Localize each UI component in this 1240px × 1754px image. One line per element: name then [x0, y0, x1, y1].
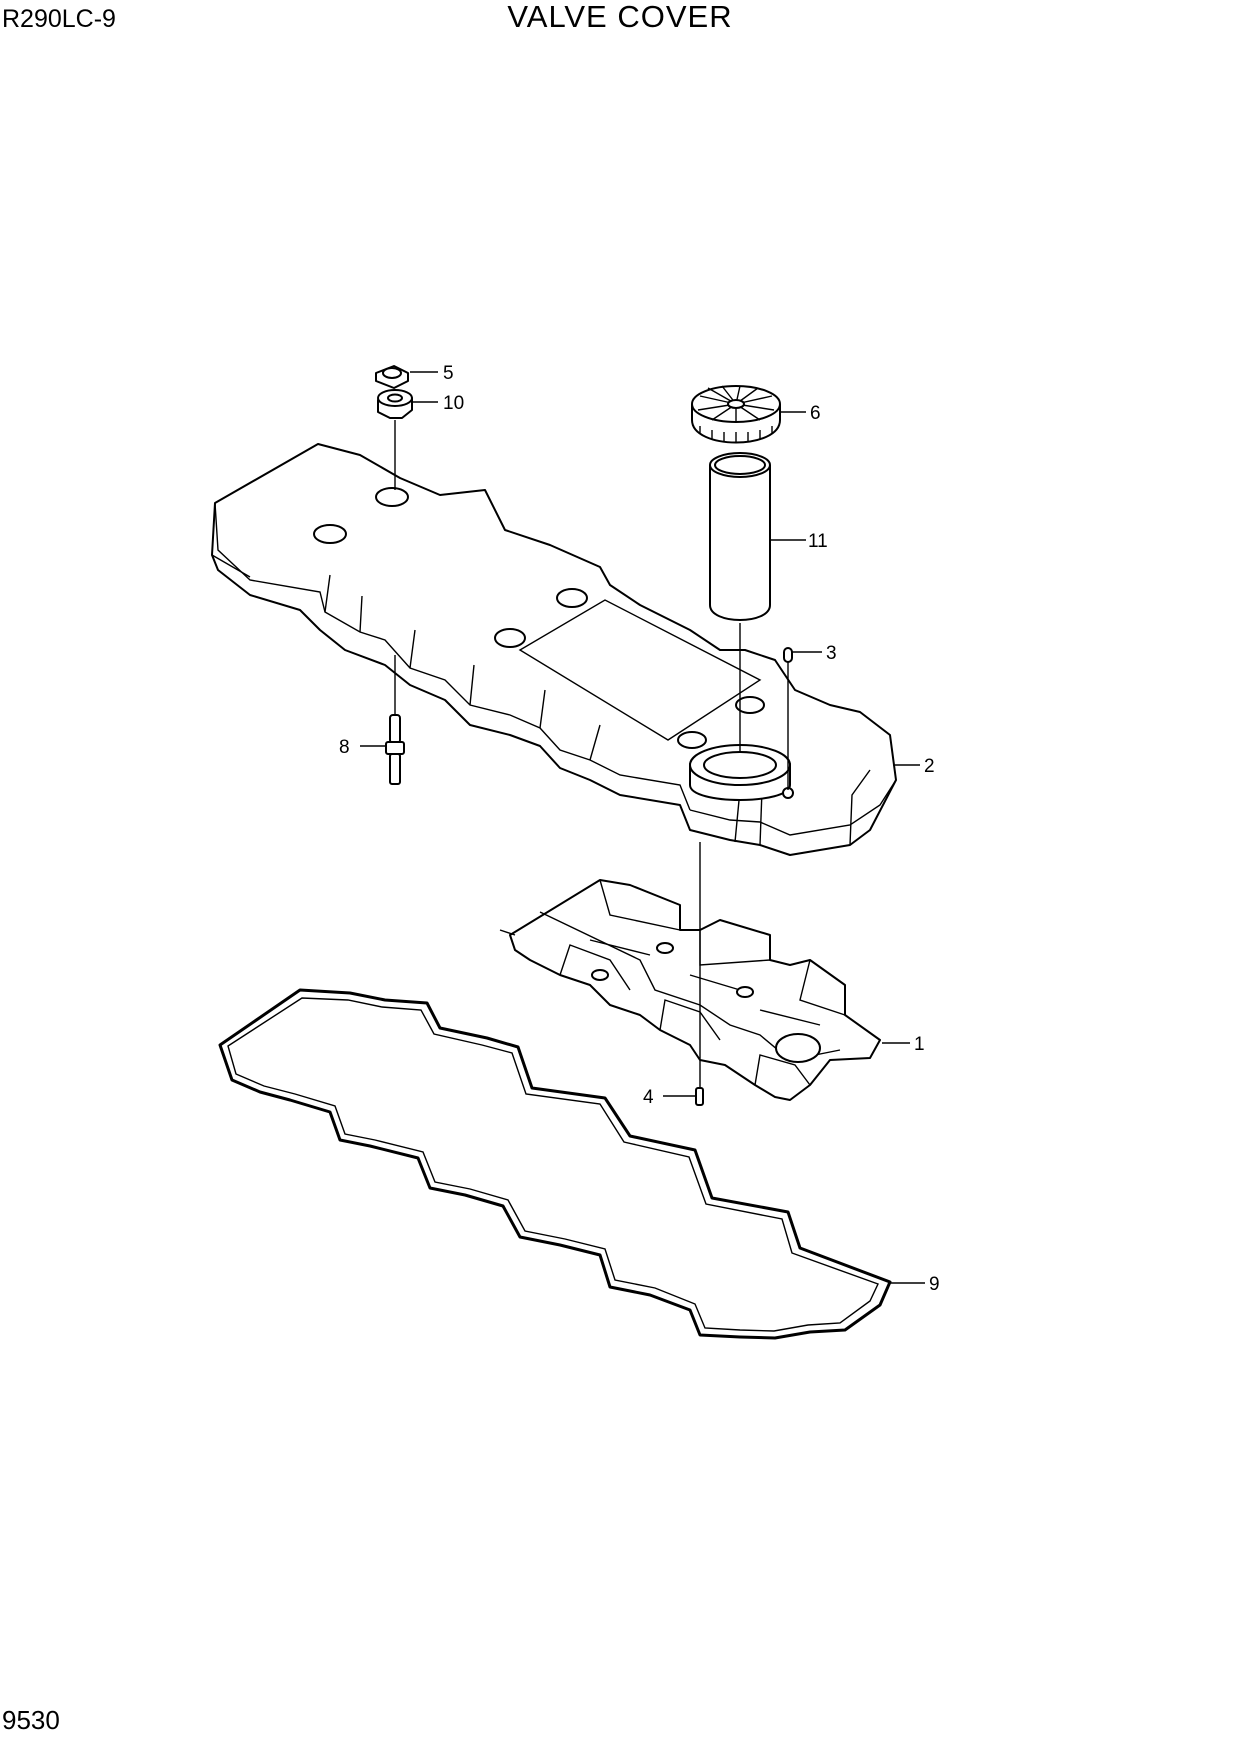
callout-10: 10	[443, 393, 464, 414]
callout-4: 4	[643, 1087, 654, 1108]
callout-8: 8	[339, 737, 350, 758]
model-label: R290LC-9	[2, 5, 116, 33]
filler-cap	[691, 385, 781, 444]
baffle-plate	[499, 879, 881, 1101]
plug-part	[783, 647, 793, 663]
callout-6: 6	[810, 403, 821, 424]
filter-tube	[709, 452, 771, 621]
nut-part	[375, 365, 409, 389]
callout-labels: 5 10 6 11 3 2 8 1 4 9	[339, 363, 940, 1295]
callout-11: 11	[808, 531, 828, 552]
valve-cover-body	[211, 443, 897, 856]
pin-part	[695, 1087, 704, 1106]
page-title: VALVE COVER	[507, 0, 733, 34]
callout-2: 2	[924, 756, 935, 777]
callout-1: 1	[914, 1034, 925, 1055]
grommet-part	[377, 389, 413, 419]
callout-5: 5	[443, 363, 454, 384]
page-number: 9530	[2, 1705, 60, 1735]
leader-lines	[360, 371, 925, 1284]
stud-bolt	[385, 714, 405, 785]
callout-3: 3	[826, 643, 837, 664]
assembly-lines	[394, 420, 789, 1088]
gasket-ring	[218, 988, 892, 1340]
callout-9: 9	[929, 1274, 940, 1295]
